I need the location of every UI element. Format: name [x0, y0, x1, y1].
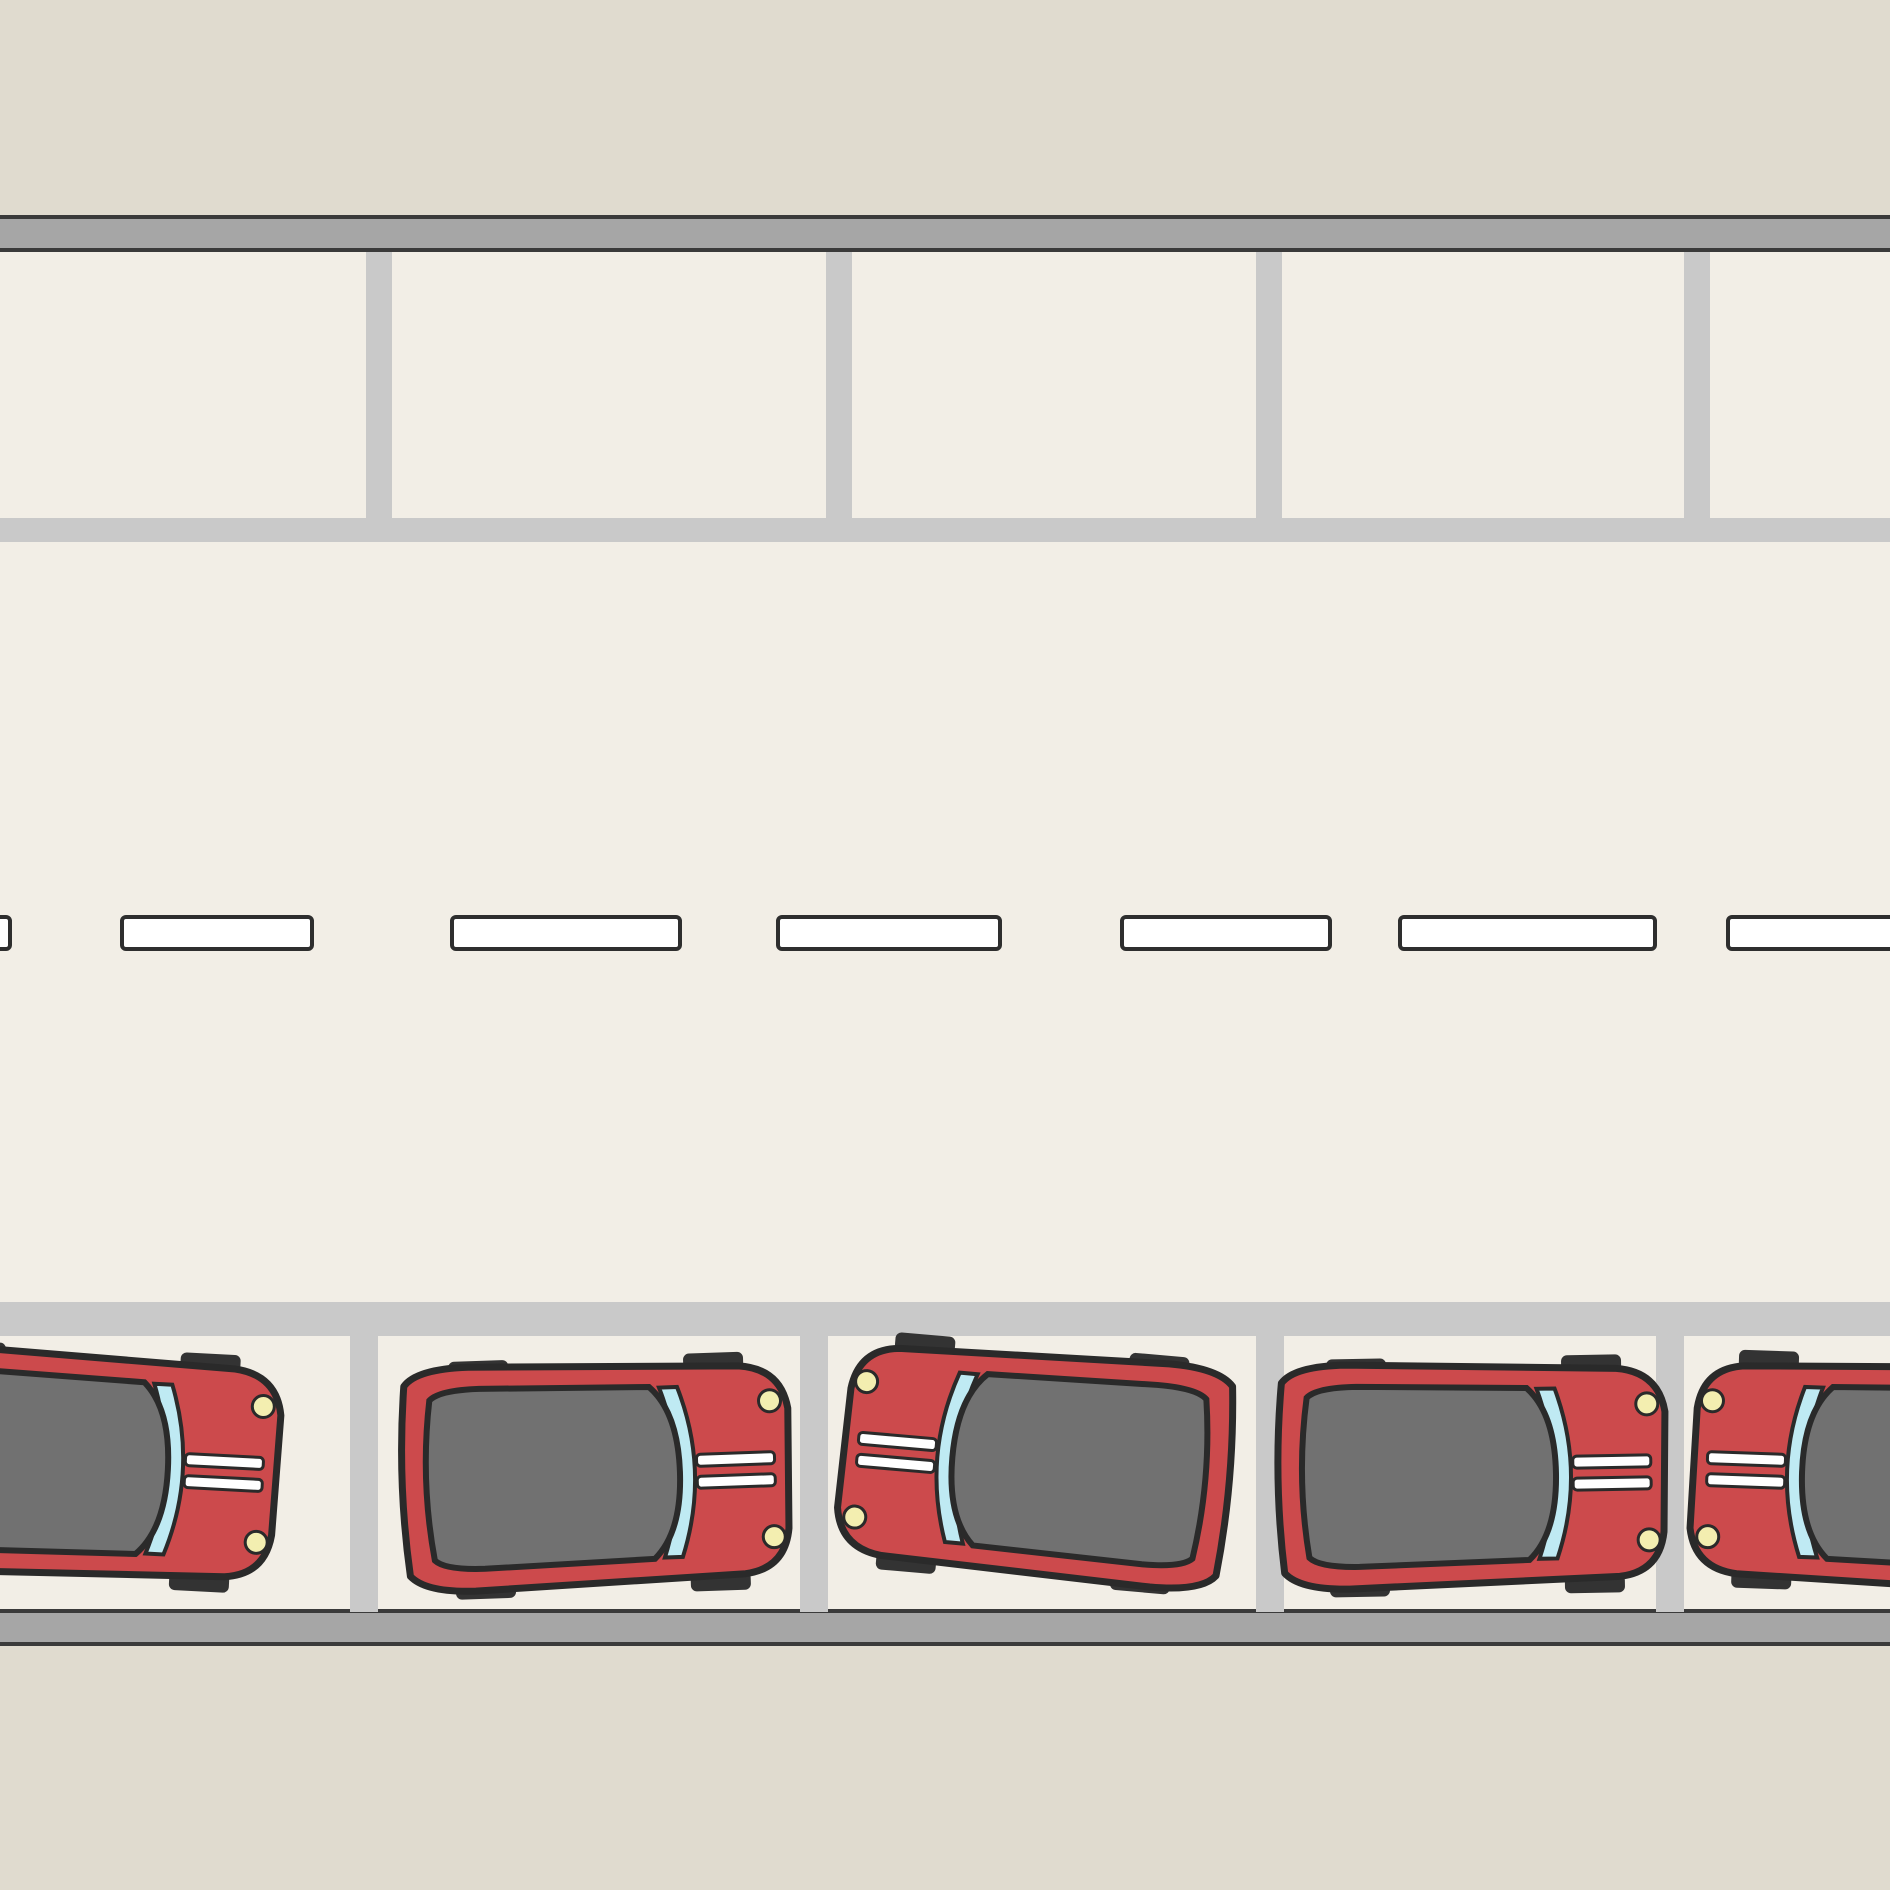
bottom-stall-divider [800, 1306, 828, 1612]
top-curb-edge-top [0, 215, 1890, 219]
top-curb-edge-bottom [0, 248, 1890, 252]
top-curb [0, 218, 1890, 248]
car-roof [1798, 1383, 1890, 1572]
top-stall-divider [826, 252, 852, 522]
car-headlight [757, 1388, 783, 1414]
lane-dash [1120, 915, 1332, 951]
car-headlight [1634, 1391, 1660, 1417]
car-3[interactable] [832, 1328, 1239, 1599]
car-headlight [1699, 1388, 1725, 1414]
bottom-curb-edge-top [0, 1609, 1890, 1613]
car-headlight [243, 1529, 269, 1555]
car-stripe [1571, 1475, 1653, 1492]
car-roof [948, 1371, 1211, 1569]
lane-dash [1726, 915, 1890, 951]
car-stripe [695, 1472, 777, 1490]
car-headlight [250, 1394, 276, 1420]
car-2[interactable] [398, 1350, 794, 1601]
car-5[interactable] [1686, 1348, 1890, 1599]
lane-dash [450, 915, 682, 951]
car-stripe [855, 1452, 937, 1474]
lane-dash [0, 915, 12, 951]
top-stall-end-line [0, 518, 1890, 542]
car-stripe [1571, 1453, 1653, 1470]
car-1[interactable] [0, 1337, 285, 1595]
lane-dash [1398, 915, 1657, 951]
lane-dash [120, 915, 314, 951]
car-stripe [1705, 1450, 1788, 1468]
car-stripe [183, 1452, 265, 1471]
car-headlight [1695, 1524, 1721, 1550]
car-roof [0, 1366, 172, 1558]
bottom-curb-edge-bottom [0, 1642, 1890, 1646]
car-headlight [1636, 1527, 1662, 1553]
car-stripe [1705, 1472, 1787, 1490]
top-stall-divider [1684, 252, 1710, 522]
driving-lane [0, 915, 1890, 951]
car-headlight [761, 1524, 787, 1550]
car-stripe [182, 1474, 264, 1493]
bottom-curb [0, 1612, 1890, 1642]
car-4[interactable] [1274, 1354, 1669, 1599]
car-roof [422, 1383, 684, 1572]
bottom-stall-end-line [0, 1302, 1890, 1336]
bottom-stall-divider [350, 1306, 378, 1612]
parked-cars [0, 1328, 1890, 1601]
top-stall-divider [366, 252, 392, 522]
top-parking-row [0, 215, 1890, 542]
top-stall-divider [1256, 252, 1282, 522]
car-headlight [842, 1504, 868, 1530]
bottom-parking-row [0, 1302, 1890, 1646]
car-roof [1298, 1383, 1559, 1570]
car-stripe [694, 1450, 777, 1468]
car-headlight [854, 1369, 880, 1395]
lane-dash [776, 915, 1002, 951]
car-stripe [856, 1430, 939, 1453]
